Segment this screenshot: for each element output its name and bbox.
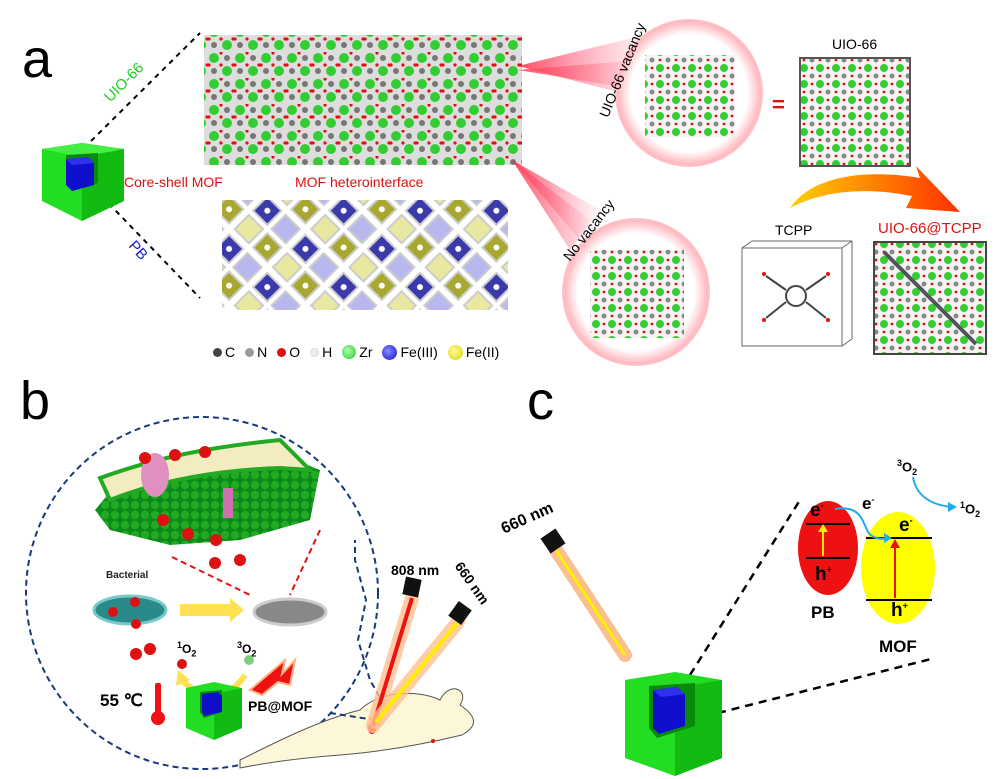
core-shell-cube-a xyxy=(42,143,124,221)
membrane-channel xyxy=(223,488,233,518)
carbon-atom-icon xyxy=(213,347,222,357)
membrane-protein xyxy=(141,453,169,497)
mof-hole-label: h+ xyxy=(891,600,908,621)
pb-hole-label: h+ xyxy=(815,564,832,585)
pb-label-c: PB xyxy=(811,603,835,622)
laser-660-b xyxy=(369,601,472,729)
pb-crystal-structure xyxy=(222,200,508,310)
laser-660-c xyxy=(540,528,632,662)
legend-item-o: O xyxy=(277,344,300,360)
uio66-crystal-structure xyxy=(204,35,522,165)
beams-bottom xyxy=(512,160,600,250)
triplet-oxygen-c: 3O2 xyxy=(897,458,918,477)
electron-transfer-arrow xyxy=(834,507,889,540)
uio66-structure xyxy=(799,57,911,167)
tcpp-label: TCPP xyxy=(775,222,813,238)
singlet-oxygen-c: 1O2 xyxy=(960,500,981,519)
zoom-line-bottom xyxy=(87,181,201,299)
equals-sign: = xyxy=(772,92,785,117)
core-shell-cube-b xyxy=(186,682,242,740)
oxygen-atom-icon xyxy=(277,347,287,357)
mof-label-c: MOF xyxy=(879,637,917,656)
zirconium-atom-icon xyxy=(342,345,357,359)
heterointerface-label: MOF heterointerface xyxy=(295,174,424,190)
laser-808-b xyxy=(366,576,422,733)
legend-item-fe2: Fe(II) xyxy=(447,344,499,360)
iron3-atom-icon xyxy=(382,344,398,360)
legend-item-zr: Zr xyxy=(342,344,372,360)
mouse-illustration xyxy=(239,688,474,769)
tcpp-molecule xyxy=(762,272,830,322)
legend-item-c: C xyxy=(213,344,235,360)
core-shell-label: Core-shell MOF xyxy=(124,174,223,190)
synthesis-arrow xyxy=(790,166,960,212)
kill-arrow xyxy=(180,598,244,622)
triplet-oxygen-b: 3O2 xyxy=(237,640,257,659)
singlet-oxygen-b: 1O2 xyxy=(177,640,197,659)
oxygen-activation-arrow xyxy=(912,476,953,508)
dead-bacterium xyxy=(252,597,328,627)
beams-top xyxy=(518,36,648,100)
no-vacancy-structure xyxy=(590,250,684,338)
zoom-circle-b xyxy=(25,416,379,770)
laser-808-label: 808 nm xyxy=(391,562,440,578)
uio66-tcpp-label: UIO-66@TCPP xyxy=(878,220,982,237)
atom-legend: C N O H Zr Fe(III) Fe(II) xyxy=(213,344,499,360)
uio66-vacancy-structure xyxy=(645,55,735,137)
temperature-label: 55 ℃ xyxy=(100,691,143,710)
mof-electron-label: e- xyxy=(899,515,913,536)
bacterial-label: Bacterial xyxy=(106,570,149,581)
legend-item-n: N xyxy=(245,344,267,360)
uio66-right-label: UIO-66 xyxy=(832,36,878,52)
live-bacterium xyxy=(92,594,168,626)
panel-a-letter: a xyxy=(22,29,53,89)
legend-item-h: H xyxy=(310,344,332,360)
hydrogen-atom-icon xyxy=(310,347,320,357)
legend-item-fe3: Fe(III) xyxy=(382,344,438,360)
panel-c-letter: c xyxy=(527,371,554,431)
lightning-icon xyxy=(248,656,297,697)
core-shell-cube-c xyxy=(625,672,722,776)
iron2-atom-icon xyxy=(447,344,463,360)
panel-b-letter: b xyxy=(20,371,51,431)
transfer-electron-label: e- xyxy=(862,494,875,513)
zoom-line-top xyxy=(83,32,201,149)
mof-band-ellipse xyxy=(861,512,935,624)
pb-mof-label: PB@MOF xyxy=(248,698,313,714)
pb-electron-label: e- xyxy=(810,500,824,521)
thermometer-icon xyxy=(151,683,165,725)
tcpp-box xyxy=(741,240,853,347)
triplet-oxygen-particle xyxy=(244,655,254,665)
nitrogen-atom-icon xyxy=(245,347,255,357)
nanoparticles xyxy=(108,446,246,669)
